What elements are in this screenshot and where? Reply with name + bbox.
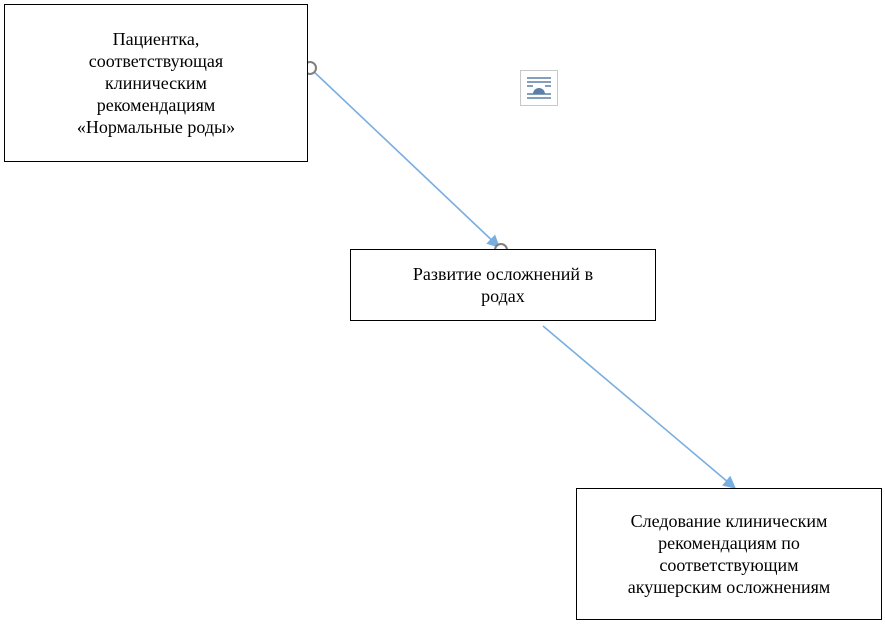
node-birth-complications-label: Развитие осложнений в родах [412,264,594,306]
node-follow-obstetric-guidelines-label: Следование клиническим рекомендациям по … [627,511,831,597]
layout-options-button[interactable] [520,70,558,106]
node-normal-birth-patient-label: Пациентка, соответствующая клиническим р… [76,29,236,137]
connector-b-to-c[interactable] [542,325,736,489]
node-birth-complications[interactable]: Развитие осложнений в родах [350,249,656,321]
connector-a-to-b[interactable] [310,68,500,248]
node-normal-birth-patient[interactable]: Пациентка, соответствующая клиническим р… [4,4,308,162]
node-follow-obstetric-guidelines[interactable]: Следование клиническим рекомендациям по … [576,488,882,620]
layout-options-icon [527,77,551,99]
